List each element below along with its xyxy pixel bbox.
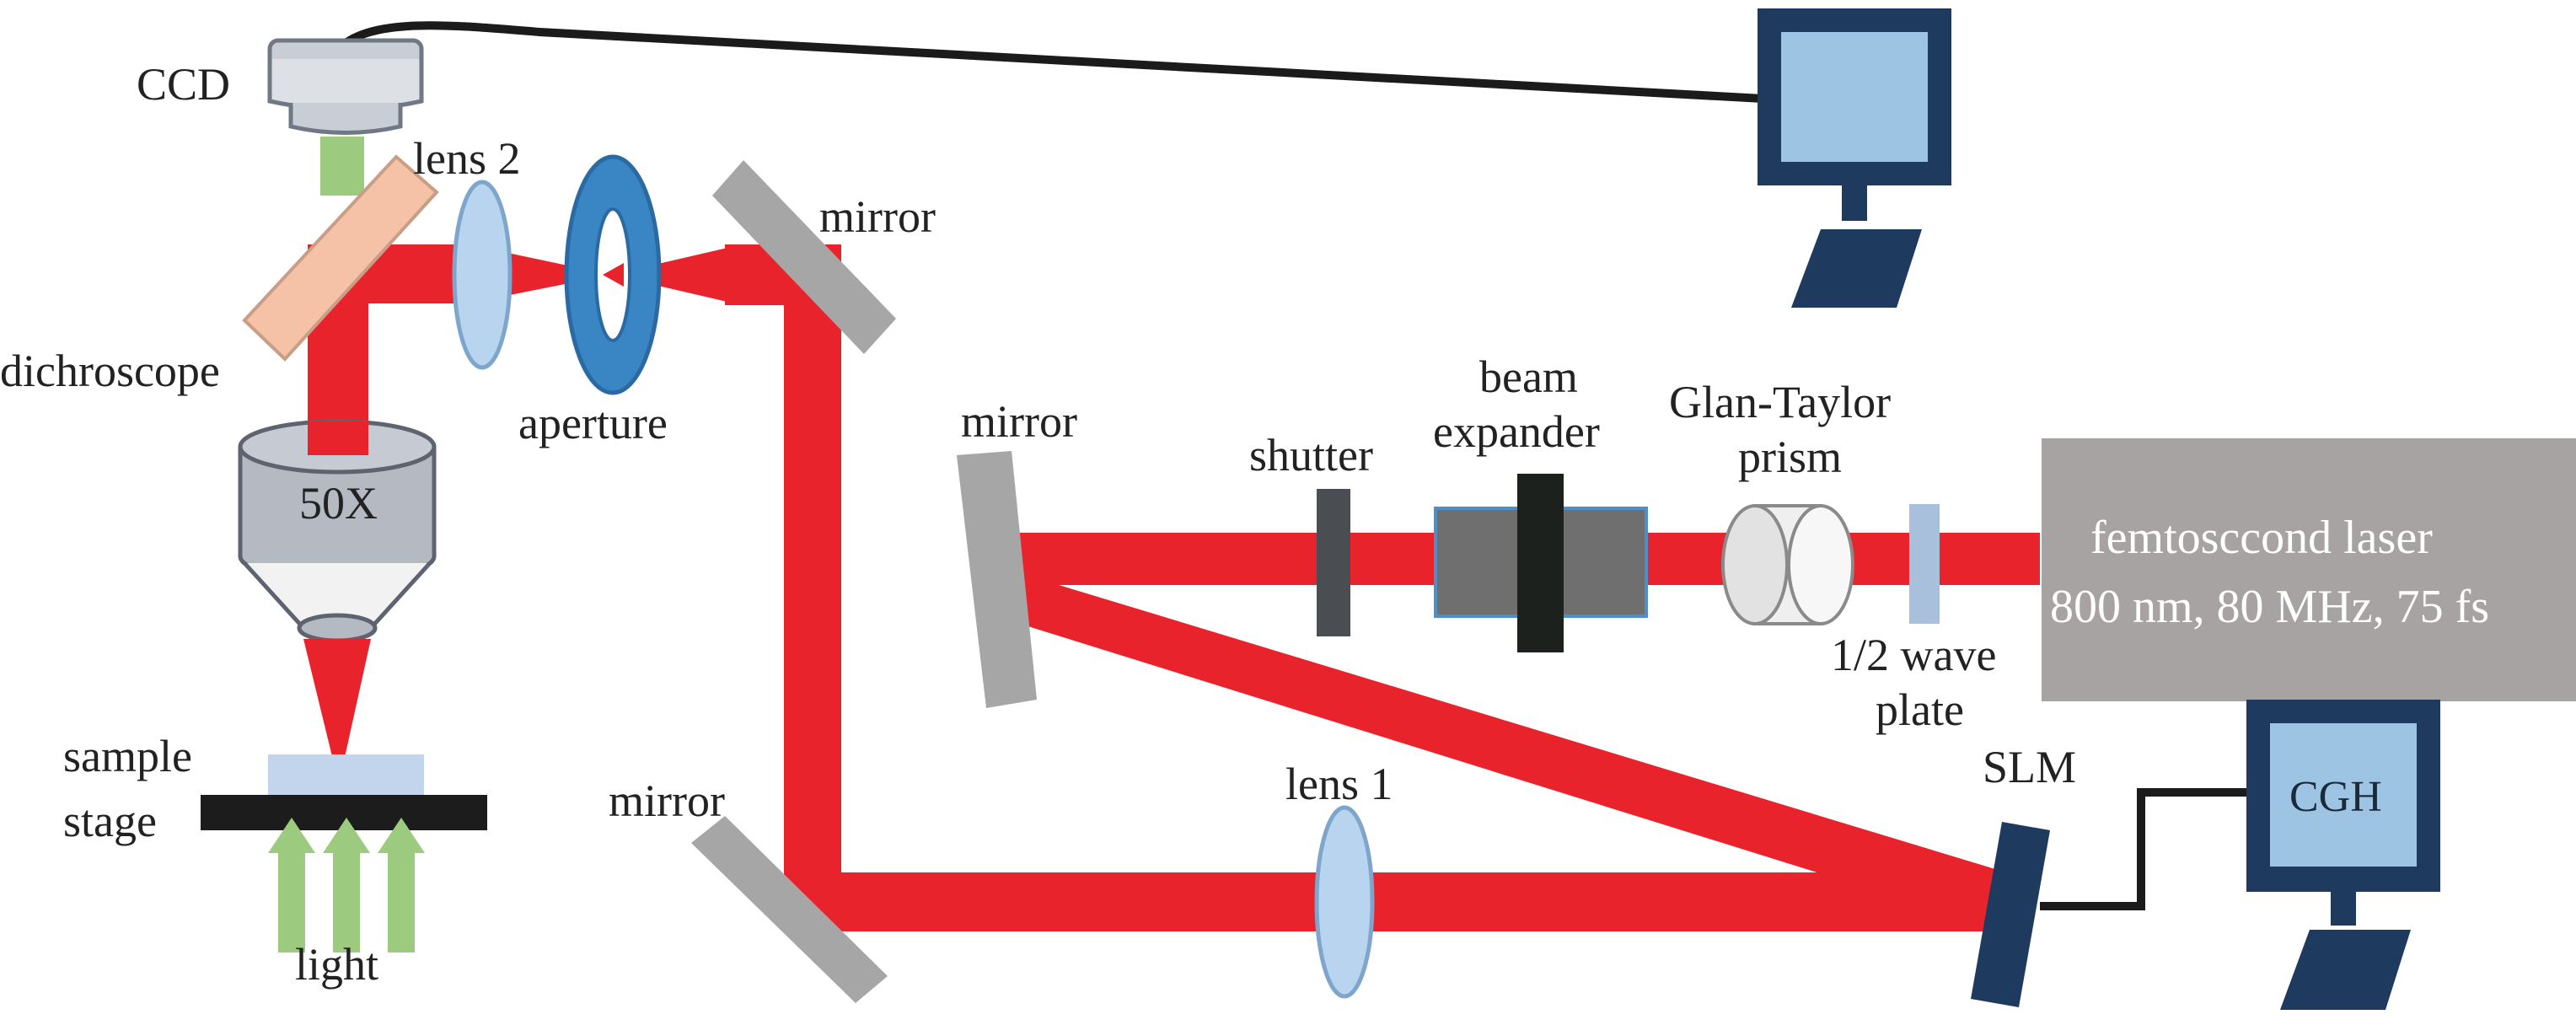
shutter	[1317, 489, 1350, 636]
lens2-label: lens 2	[413, 133, 521, 184]
femtosecond-laser-box	[2042, 438, 2576, 701]
wave-plate-label-2: plate	[1876, 684, 1964, 735]
sample-slide	[268, 754, 424, 795]
computer-monitor-top	[1758, 8, 1951, 308]
mirror-top-label: mirror	[819, 191, 936, 242]
mirror-bottom-label: mirror	[609, 775, 725, 826]
slm-cgh-cable	[2040, 788, 2251, 910]
beam-label: beam	[1479, 352, 1578, 402]
computer-monitor-cgh	[2246, 700, 2440, 1010]
slm-device	[1971, 822, 2050, 1007]
expander-label: expander	[1433, 406, 1600, 457]
green-light-beam-top	[320, 137, 364, 196]
focused-beam	[303, 639, 371, 784]
mirror-mid-label: mirror	[961, 396, 1077, 447]
sample-label: sample	[63, 731, 192, 781]
aperture-label: aperture	[518, 398, 668, 448]
ccd-label: CCD	[137, 59, 230, 110]
ccd-computer-cable	[330, 21, 1779, 104]
laser-spec-label: 800 nm, 80 MHz, 75 fs	[2050, 581, 2489, 633]
glan-taylor-prism	[1721, 504, 1854, 625]
lens1-label: lens 1	[1285, 759, 1393, 809]
laser-title-label: femtosccond laser	[2090, 512, 2433, 564]
beam-expander	[1434, 474, 1648, 652]
illumination-arrows	[268, 818, 425, 953]
light-label: light	[295, 939, 378, 990]
cgh-label: CGH	[2289, 773, 2382, 821]
dichroscope-label: dichroscope	[0, 346, 220, 396]
lens-2	[452, 180, 513, 370]
dichroscope-plate	[242, 154, 439, 362]
mirror-left-upright	[957, 451, 1037, 708]
aperture-ring	[564, 154, 662, 395]
stage-label: stage	[63, 796, 157, 846]
lens-1	[1314, 805, 1375, 999]
objective-50x	[238, 419, 437, 643]
glan-taylor-label: Glan-Taylor	[1669, 377, 1891, 427]
slm-label: SLM	[1983, 742, 2076, 792]
prism-label: prism	[1738, 432, 1842, 482]
mirror-top-right	[712, 160, 896, 354]
ccd-camera	[267, 38, 424, 135]
objective-label: 50X	[299, 478, 378, 529]
half-wave-plate	[1909, 504, 1940, 624]
mirror-bottom-left	[691, 816, 888, 1003]
shutter-label: shutter	[1249, 430, 1373, 480]
wave-plate-label-1: 1/2 wave	[1831, 630, 1996, 680]
